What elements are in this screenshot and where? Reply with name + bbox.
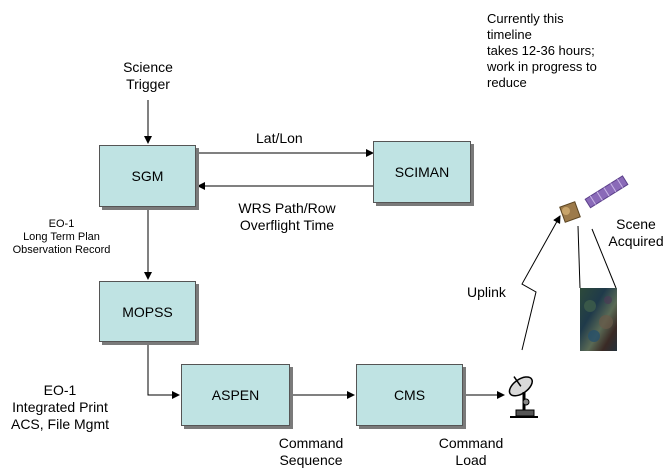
sciman-label: SCIMAN xyxy=(394,164,450,180)
mopss-label: MOPSS xyxy=(122,303,173,320)
scene-acquired-label: Scene Acquired xyxy=(608,216,663,249)
aspen-box: ASPEN xyxy=(181,364,290,426)
ground-antenna-icon xyxy=(508,376,538,418)
uplink-bolt xyxy=(521,215,561,351)
aspen-label: ASPEN xyxy=(211,387,260,403)
command-load-label: Command Load xyxy=(438,435,504,468)
cms-box: CMS xyxy=(356,364,463,426)
lat-lon-label: Lat/Lon xyxy=(256,130,303,146)
cms-label: CMS xyxy=(393,387,426,403)
timeline-note: Currently this timeline takes 12-36 hour… xyxy=(487,11,597,90)
arrow-mopss-to-aspen xyxy=(147,342,180,399)
sciman-box: SCIMAN xyxy=(373,141,471,203)
mopss-box: MOPSS xyxy=(99,281,196,342)
eo1-plan-label: EO-1 Long Term Plan Observation Record xyxy=(12,218,111,256)
sgm-box: SGM xyxy=(99,145,196,207)
sgm-label: SGM xyxy=(131,168,164,184)
uplink-label: Uplink xyxy=(467,284,506,300)
science-trigger-label: Science Trigger xyxy=(123,59,173,92)
command-sequence-label: Command Sequence xyxy=(278,435,344,468)
scene-image-icon xyxy=(580,288,617,351)
satellite-icon xyxy=(559,175,629,223)
eo1-integrated-label: EO-1 Integrated Print ACS, File Mgmt xyxy=(10,382,109,432)
scene-projection-right xyxy=(591,228,617,289)
scene-projection-left xyxy=(577,225,581,289)
wrs-path-label: WRS Path/Row Overflight Time xyxy=(238,200,336,233)
